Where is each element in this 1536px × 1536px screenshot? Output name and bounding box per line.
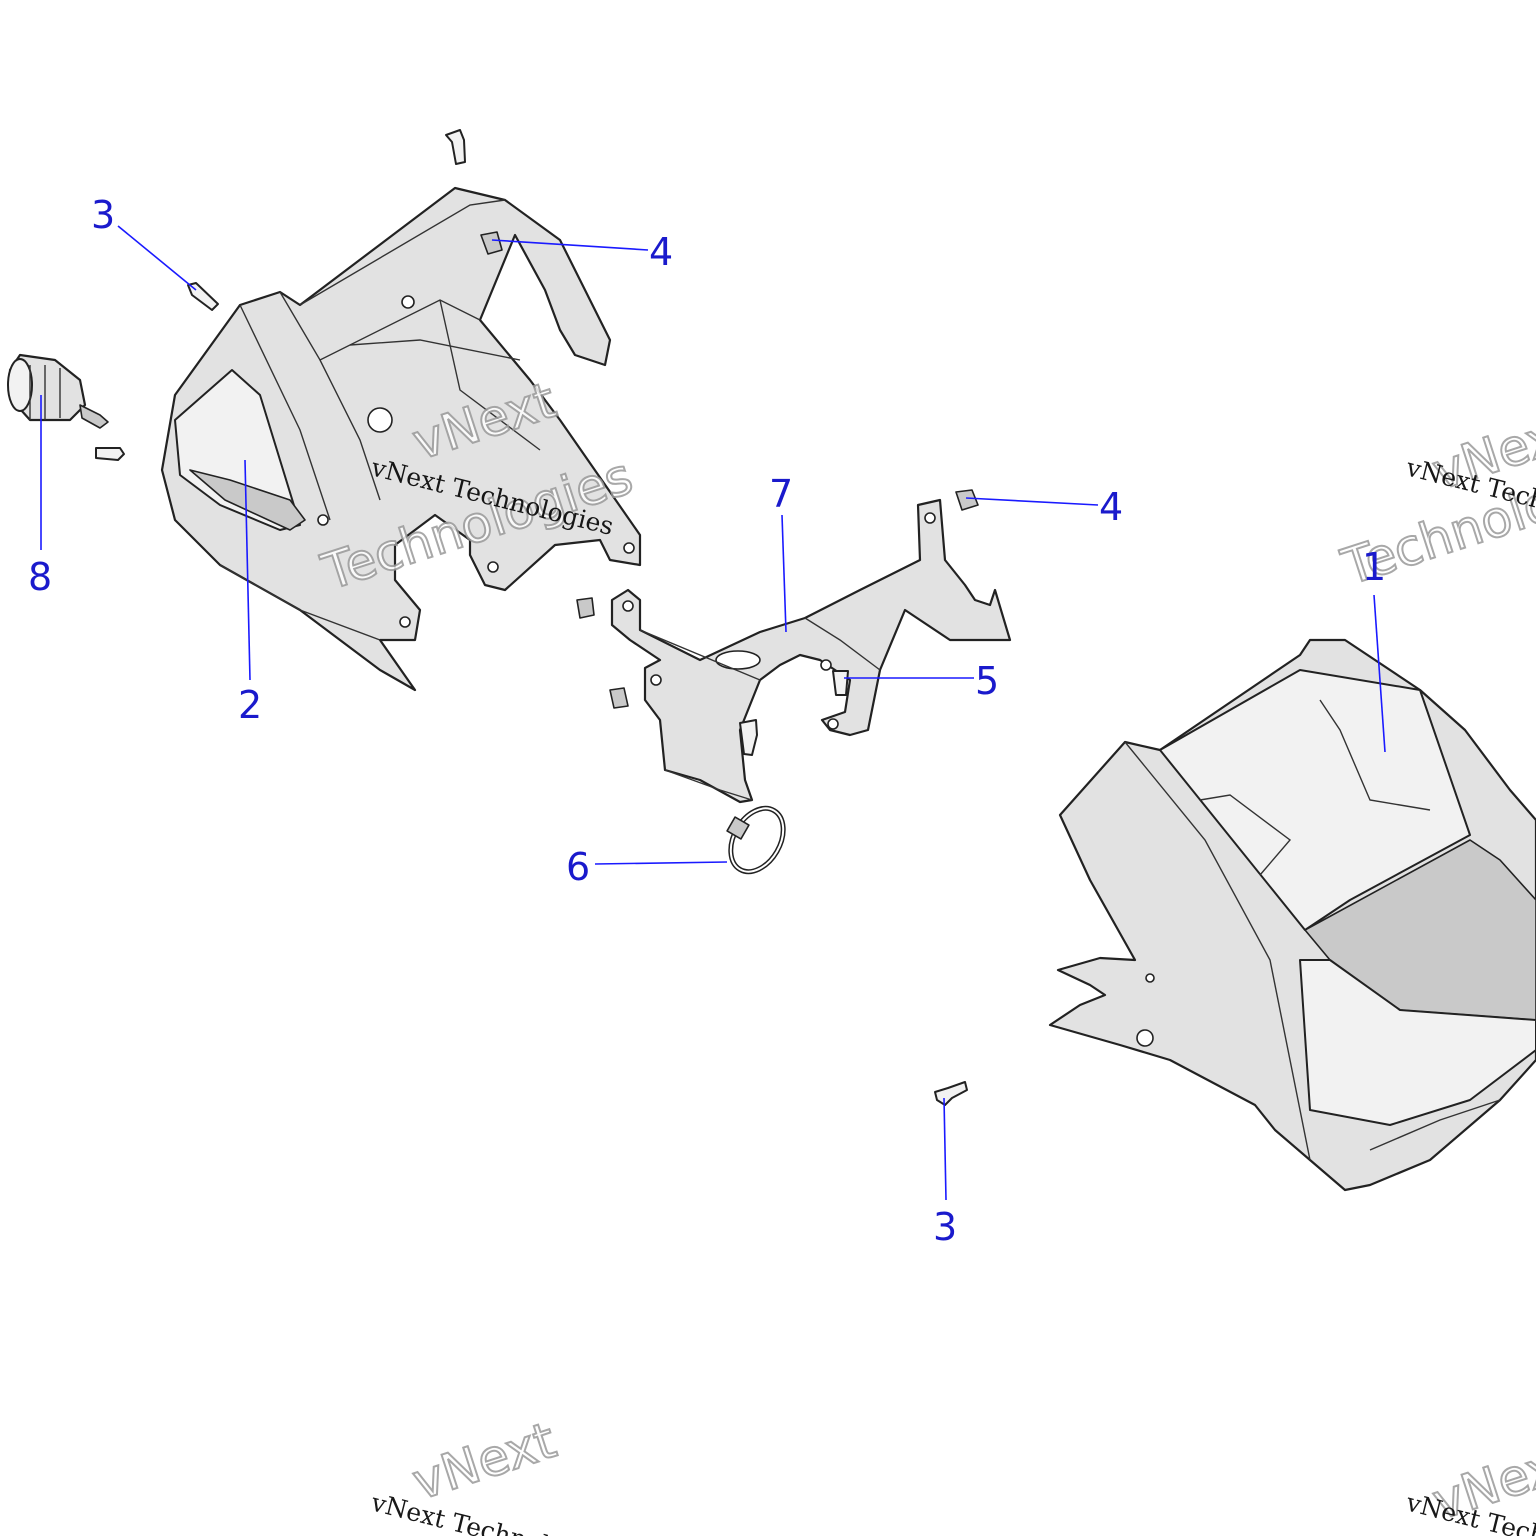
callout-labels: 1 2 3 3 4 4 5 6 7 8	[28, 193, 1386, 1249]
part-7-bracket	[610, 498, 1012, 804]
watermark-word-1: vNext	[406, 1411, 563, 1511]
callout-8: 8	[28, 555, 52, 599]
callout-3-upper: 3	[91, 193, 115, 237]
leader-2	[244, 459, 251, 681]
callout-6: 6	[566, 845, 590, 889]
leader-4b	[965, 497, 1099, 506]
leader-1	[1373, 594, 1386, 753]
callout-2: 2	[238, 683, 262, 727]
leader-lines	[40, 225, 1386, 1201]
part-6-clamp	[726, 805, 786, 875]
callout-4-right: 4	[1099, 485, 1123, 529]
fasteners	[187, 129, 979, 1106]
callout-1: 1	[1362, 545, 1386, 589]
leader-6	[594, 861, 728, 865]
leader-3a	[117, 225, 197, 291]
callout-3-lower: 3	[933, 1205, 957, 1249]
part-1-headlight-housing	[1048, 638, 1536, 1192]
callout-7: 7	[769, 472, 793, 516]
part-2-front-cowl	[160, 186, 642, 692]
leader-3b	[943, 1097, 947, 1201]
watermark-line: vNext Technologies	[368, 1487, 617, 1536]
leader-7	[781, 514, 787, 633]
callout-5: 5	[975, 659, 999, 703]
part-8-socket	[7, 353, 125, 461]
callout-4-upper: 4	[649, 230, 673, 274]
leader-4a	[491, 239, 649, 251]
